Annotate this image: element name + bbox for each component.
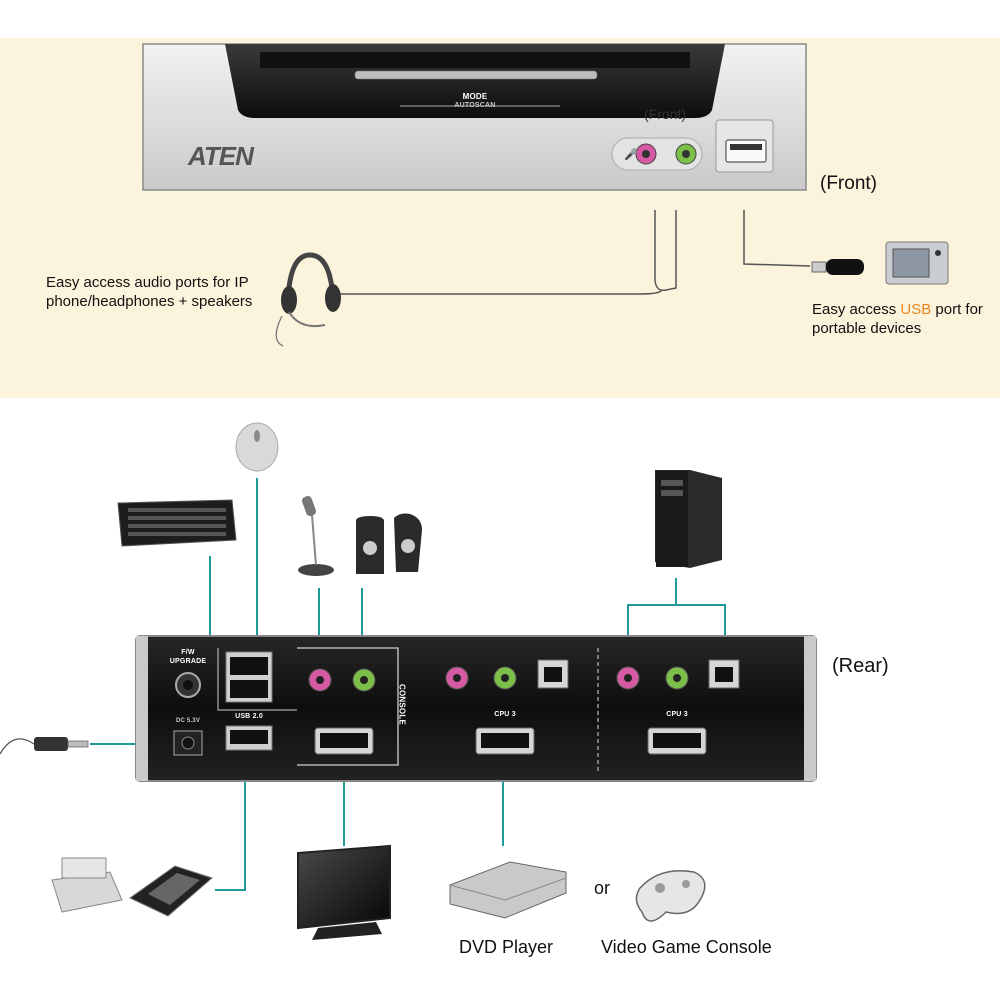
usb-callout: Easy access USB port for portable device… [812, 300, 983, 338]
usb-callout-highlight: USB [900, 301, 932, 318]
mouse-illustration [235, 422, 279, 472]
cpu-label-2: CPU 3 [666, 711, 688, 718]
power-plug-illustration [0, 737, 89, 755]
audio-callout: Easy access audio ports for IP phone/hea… [46, 273, 252, 311]
speakers-illustration [356, 513, 422, 574]
microphone-illustration [298, 496, 334, 576]
dvd-player-label: DVD Player [459, 937, 554, 957]
usb-callout-line1: Easy access USB port for [812, 300, 983, 319]
svg-text:🎤: 🎤 [624, 147, 638, 161]
tv-illustration [297, 844, 391, 940]
audio-callout-line1: Easy access audio ports for IP [46, 274, 249, 291]
console-label: CONSOLE [397, 684, 407, 725]
game-console-label: Video Game Console [601, 937, 772, 957]
rear-label: (Rear) [832, 655, 889, 677]
autoscan-label: AUTOSCAN [454, 102, 496, 109]
audio-callout-line2: phone/headphones + speakers [46, 293, 253, 310]
scanner-illustration [129, 865, 213, 917]
usb-stick-illustration [811, 259, 864, 275]
dvd-player-illustration [449, 861, 567, 919]
usb-callout-line2: portable devices [812, 320, 922, 337]
gamepad-illustration [635, 870, 706, 922]
front-label: (Front) [820, 173, 877, 194]
or-label: or [594, 878, 611, 898]
camera-illustration [885, 241, 949, 285]
kvm-front-panel: 🎤 [142, 43, 807, 191]
fw-label-line1: F/W [181, 649, 195, 656]
pc-tower-illustration [655, 470, 722, 568]
usb-callout-post: port for [931, 301, 983, 318]
front-small-label: (Front) [644, 106, 686, 122]
usb2-label: USB 2.0 [235, 713, 263, 720]
dc-label: DC 5.3V [175, 718, 201, 724]
fw-label-line2: UPGRADE [169, 658, 207, 665]
headset-illustration [275, 252, 341, 347]
cpu-label-1: CPU 3 [494, 711, 516, 718]
front-cables [340, 210, 811, 295]
fw-upgrade-label: F/W UPGRADE [166, 648, 210, 666]
rear-connection-lines [90, 478, 726, 891]
mode-label: MODE [462, 92, 488, 101]
aten-logo: ATEN [188, 141, 254, 171]
printer-illustration [51, 857, 123, 913]
kvm-rear-panel [135, 635, 817, 782]
usb-callout-pre: Easy access [812, 301, 901, 318]
keyboard-illustration [117, 499, 237, 547]
